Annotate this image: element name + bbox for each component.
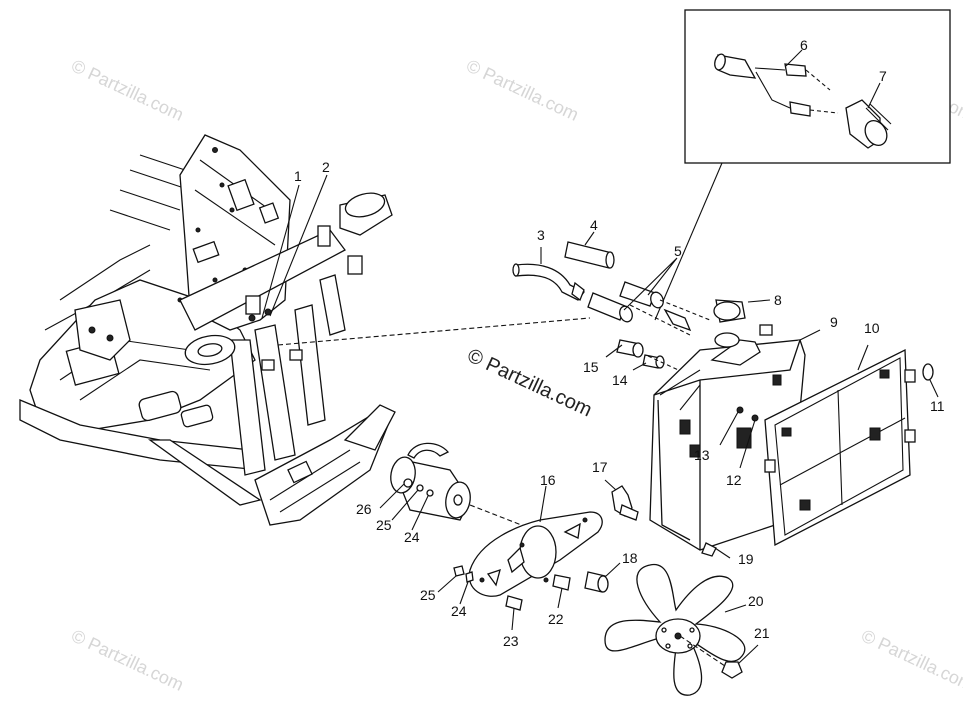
callout-26: 26 — [356, 501, 372, 517]
watermark-bottom-left: © Partzilla.com — [68, 625, 186, 694]
callout-12: 12 — [726, 472, 742, 488]
watermark-bottom-right: © Partzilla.com — [858, 625, 963, 694]
fan-group — [604, 564, 759, 696]
callout-labels: 1 2 3 4 5 6 7 8 9 10 11 12 13 14 15 16 1… — [294, 37, 945, 649]
callout-15: 15 — [583, 359, 599, 375]
screen-group — [764, 344, 939, 547]
callout-10: 10 — [864, 320, 880, 336]
callout-13: 13 — [694, 447, 710, 463]
radiator-group — [649, 299, 821, 559]
callout-14: 14 — [612, 372, 628, 388]
callout-1: 1 — [294, 168, 302, 184]
watermark-top-left: © Partzilla.com — [68, 55, 186, 124]
callout-19: 19 — [738, 551, 754, 567]
callout-23: 23 — [503, 633, 519, 649]
callout-17: 17 — [592, 459, 608, 475]
callout-5: 5 — [674, 243, 682, 259]
callout-11: 11 — [930, 398, 945, 414]
callout-16: 16 — [540, 472, 556, 488]
watermark-top-center: © Partzilla.com — [463, 55, 581, 124]
hoses-group — [512, 231, 711, 381]
center-watermark: © Partzilla.com — [464, 345, 595, 422]
inset-box — [654, 9, 951, 321]
callout-24-upper: 24 — [404, 529, 420, 545]
callout-7: 7 — [879, 68, 887, 84]
callout-21: 21 — [754, 625, 770, 641]
callout-4: 4 — [590, 217, 598, 233]
callout-6: 6 — [800, 37, 808, 53]
callout-9: 9 — [830, 314, 838, 330]
callout-18: 18 — [622, 550, 638, 566]
callout-22: 22 — [548, 611, 564, 627]
fan-motor-group — [379, 442, 639, 631]
frame-assembly — [19, 134, 591, 526]
callout-25-upper: 25 — [376, 517, 392, 533]
callout-2: 2 — [322, 159, 330, 175]
callout-8: 8 — [774, 292, 782, 308]
callout-20: 20 — [748, 593, 764, 609]
callout-3: 3 — [537, 227, 545, 243]
callout-25-lower: 25 — [420, 587, 436, 603]
callout-24-lower: 24 — [451, 603, 467, 619]
